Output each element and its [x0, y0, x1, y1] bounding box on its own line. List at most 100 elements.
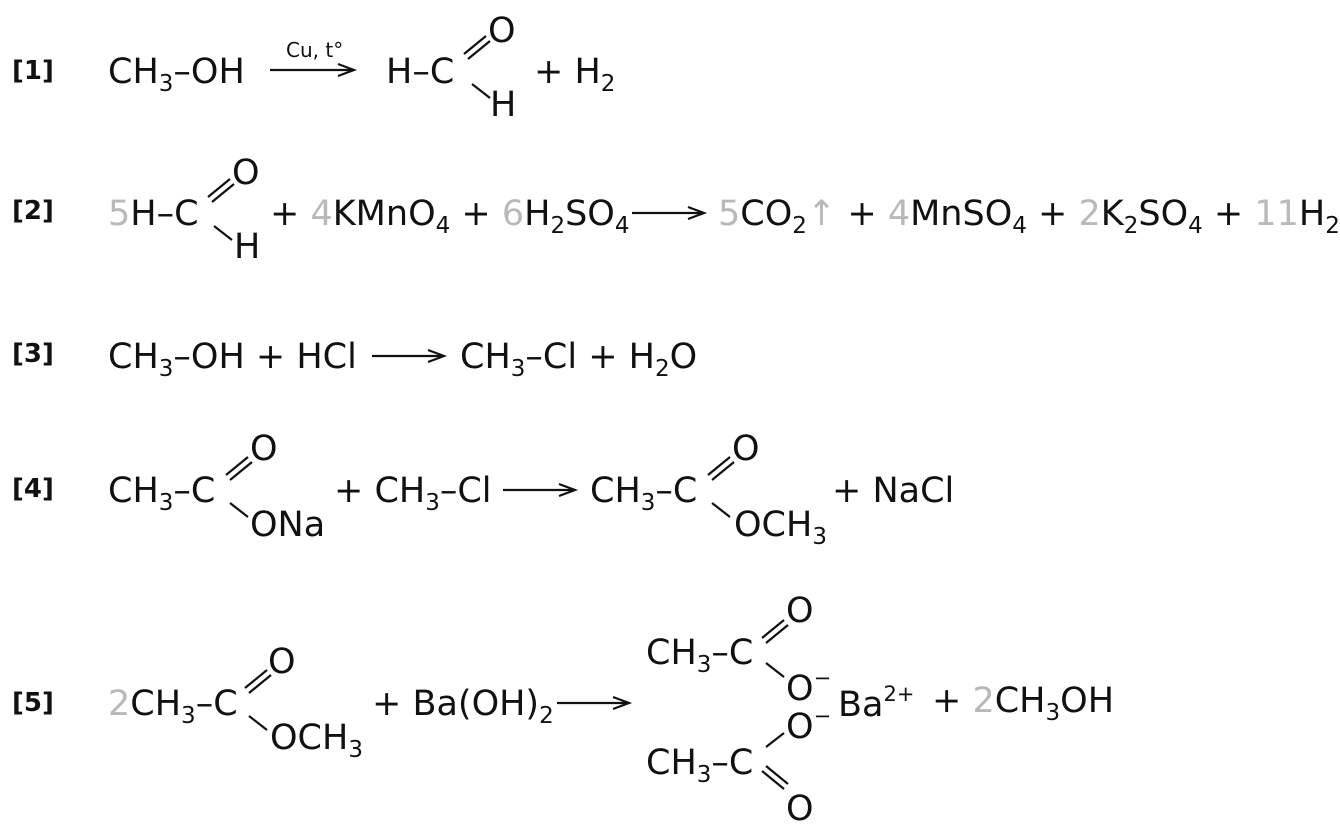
- r2-k2so4-sub2: 4: [1188, 213, 1203, 239]
- r2-single-bond-h: [213, 225, 233, 241]
- r5-bot-chain: CH3–C: [646, 746, 753, 787]
- r3-b-ch: CH: [460, 337, 511, 377]
- r4-a-ona: ONa: [250, 505, 326, 545]
- r5-bot-o-minus: O−: [786, 706, 831, 745]
- r5-top-ch: CH: [646, 633, 697, 673]
- r5-a-single-bond-o: [248, 715, 268, 731]
- r1-product-left: H–C: [386, 52, 455, 92]
- r1-reactant-methanol: CH3–OH: [108, 55, 245, 96]
- r5-top-single-bond-o: [765, 662, 785, 678]
- r2-mnso: MnSO: [910, 194, 1013, 234]
- r1-product-h: H: [490, 85, 517, 125]
- r5-a-sub: 3: [181, 703, 196, 729]
- r5-bot-o-atom: O: [786, 707, 814, 747]
- reaction-label-1: [1]: [12, 56, 54, 86]
- r2-arrowhead: [687, 205, 708, 221]
- r5-bot-minus: −: [813, 704, 832, 728]
- r2-plus-4: +: [1026, 194, 1079, 234]
- r2-h2so4-sub2: 4: [614, 213, 630, 239]
- r1-sub: 3: [158, 71, 174, 97]
- r5-end-ch: CH: [994, 681, 1046, 721]
- r5-mid-sub: 2: [539, 703, 554, 729]
- r5-ba-charge: 2+: [883, 682, 915, 706]
- r5-top-o-minus: O−: [786, 668, 831, 707]
- r2-double-bond-b: [211, 183, 235, 203]
- r3-ch: CH: [108, 337, 159, 377]
- r1-plus-h2: + H2: [534, 55, 615, 96]
- r5-top-chain: CH3–C: [646, 636, 753, 677]
- r2-h2so4-so: SO: [565, 194, 615, 234]
- r5-top-double-bond-b: [765, 624, 789, 644]
- r5-bot-tail: –C: [711, 743, 754, 783]
- r4-mid-sub: 3: [425, 490, 440, 516]
- r4-a-sub: 3: [158, 490, 174, 516]
- r3-b-sub: 3: [510, 356, 526, 382]
- r2-coef-2: 4: [310, 194, 333, 234]
- r5-bot-double-bond-b: [765, 765, 789, 785]
- r5-bot-o: O: [786, 789, 814, 829]
- r1-double-bond-a: [463, 35, 487, 55]
- r2-plus-5: +: [1202, 194, 1255, 234]
- r2-h: H: [234, 227, 261, 267]
- r4-b-och3: OCH3: [734, 508, 827, 549]
- r5-top-minus: −: [813, 666, 832, 690]
- r1-double-bond-b: [467, 40, 491, 60]
- r5-top-sub: 3: [696, 652, 712, 678]
- r4-b-ch: CH: [590, 471, 641, 511]
- r5-a-tail: –C: [195, 684, 238, 724]
- r5-top-double-bond-a: [761, 619, 785, 639]
- r5-coef-2: 2: [972, 681, 995, 721]
- r2-formaldehyde: 5H–C: [108, 197, 199, 232]
- r5-coef-1: 2: [108, 684, 131, 724]
- r2-h2o-h: H: [1298, 194, 1326, 234]
- r2-k2so4-k: K: [1100, 194, 1124, 234]
- r2-gas-arrow-icon: ↑: [806, 194, 837, 234]
- r5-plus: +: [932, 681, 973, 721]
- r4-nacl: + NaCl: [832, 471, 955, 511]
- r4-b-o: O: [732, 429, 760, 469]
- r2-co-sub: 2: [792, 213, 807, 239]
- r3-sub: 3: [158, 356, 174, 382]
- r2-coef-6: 2: [1078, 194, 1101, 234]
- r1-ch: CH: [108, 52, 159, 92]
- r2-k2so4-so: SO: [1138, 194, 1189, 234]
- r4-b-double-bond-a: [707, 456, 731, 476]
- r5-a-och: OCH: [270, 718, 349, 758]
- r5-barium-hydroxide: + Ba(OH)2: [372, 687, 554, 728]
- r5-a-o: O: [268, 642, 296, 682]
- r4-b-single-bond-o: [711, 502, 731, 518]
- reaction-label-4: [4]: [12, 474, 54, 504]
- r5-bot-double-bond-a: [761, 770, 785, 790]
- r5-end-oh: OH: [1060, 681, 1115, 721]
- r5-a-och-sub: 3: [348, 737, 363, 763]
- r5-end-sub: 3: [1045, 700, 1061, 726]
- r5-a-double-bond-a: [244, 669, 268, 689]
- r4-methyl-acetate-chain: CH3–C: [590, 474, 697, 515]
- r5-ba: Ba: [838, 685, 884, 725]
- r5-top-tail: –C: [711, 633, 754, 673]
- r3-arrowhead: [427, 348, 448, 364]
- r3-b-tail: –Cl + H: [525, 337, 655, 377]
- r5-methyl-acetate-chain: 2CH3–C: [108, 687, 238, 728]
- r4-a-double-bond-a: [225, 456, 249, 476]
- r2-coef-7: 11: [1254, 194, 1299, 234]
- r5-methanol: + 2CH3OH: [932, 684, 1114, 725]
- r1-plus-text: + H: [534, 52, 601, 92]
- reaction-label-5: [5]: [12, 688, 54, 718]
- r4-a-o: O: [250, 429, 278, 469]
- r2-h2so4-h: H: [524, 194, 551, 234]
- r5-top-o-atom: O: [786, 669, 814, 709]
- r1-oh: –OH: [173, 52, 245, 92]
- r4-b-och-sub: 3: [812, 524, 827, 550]
- reaction-label-2: [2]: [12, 196, 54, 226]
- r3-tail: –OH + HCl: [173, 337, 357, 377]
- r5-bot-sub: 3: [696, 762, 712, 788]
- r3-products: CH3–Cl + H2O: [460, 340, 697, 381]
- r3-reactants: CH3–OH + HCl: [108, 340, 357, 381]
- r4-b-tail: –C: [655, 471, 698, 511]
- r4-a-tail: –C: [173, 471, 216, 511]
- r5-arrowhead: [612, 695, 633, 711]
- r1-condition: Cu, t°: [286, 38, 344, 62]
- r2-mnso-sub: 4: [1012, 213, 1027, 239]
- r1-product-o: O: [488, 11, 516, 51]
